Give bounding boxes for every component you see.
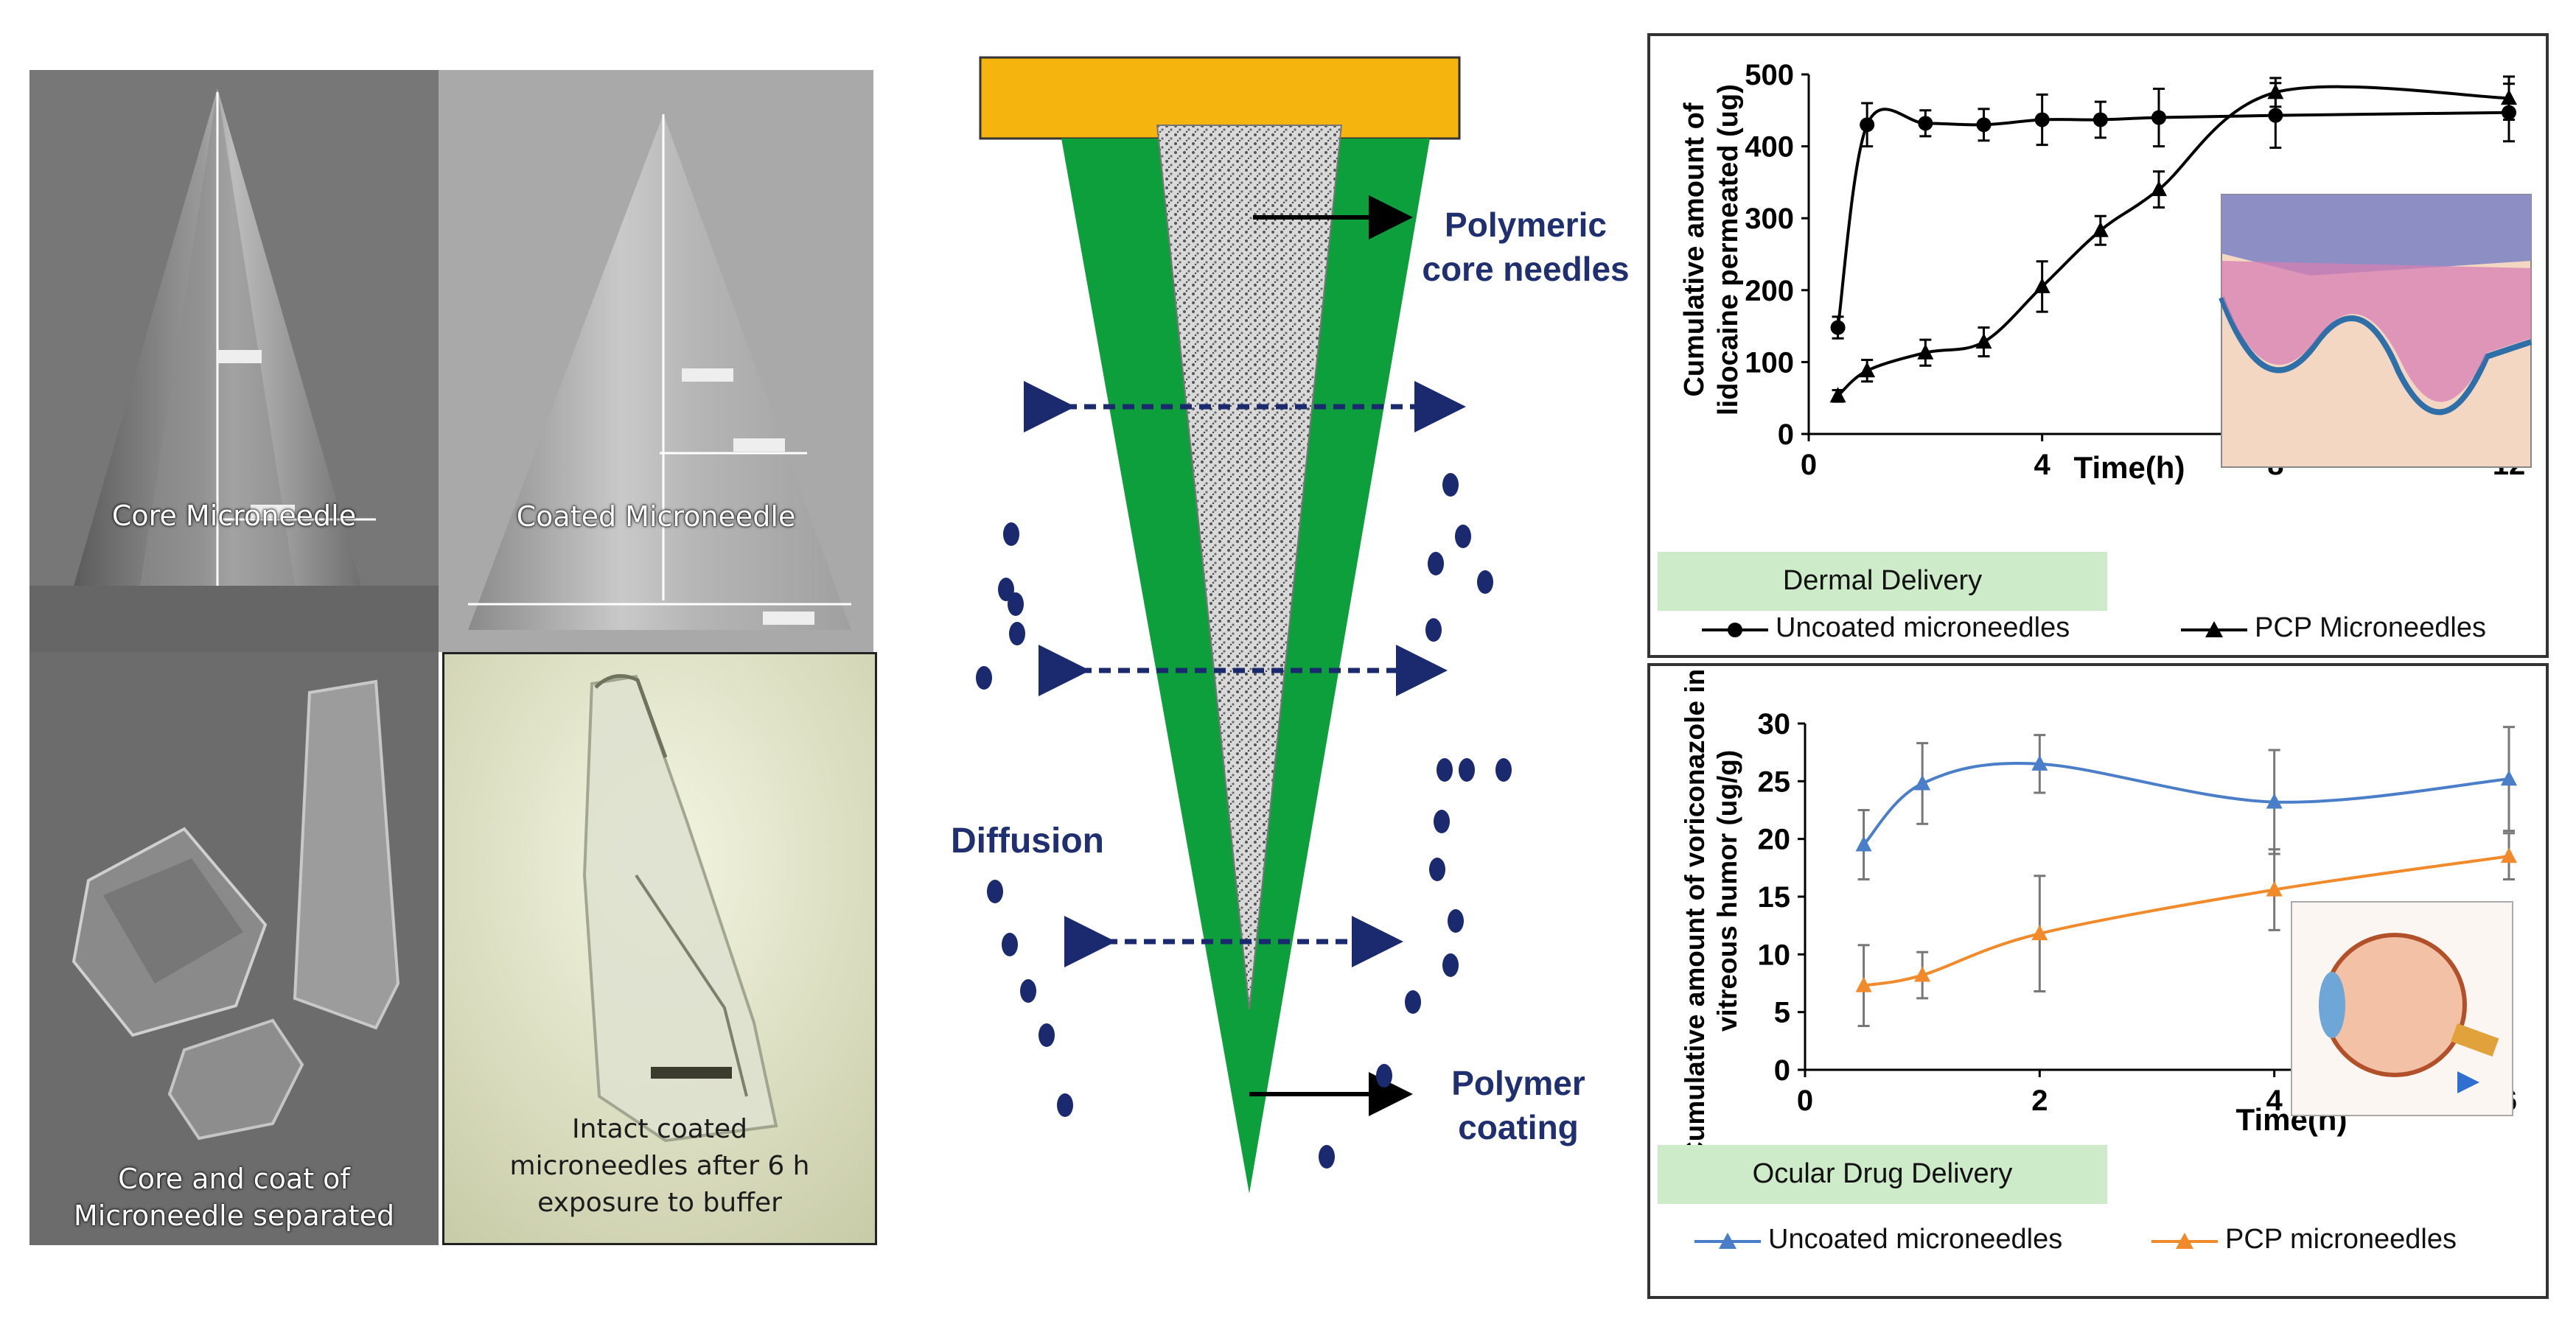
data-point — [2034, 277, 2050, 293]
data-point — [2151, 110, 2166, 125]
x-tick-label: 0 — [1801, 449, 1817, 481]
y-axis-label: Cumulative amount of voriconazole in the… — [1680, 666, 1742, 1161]
data-point — [1859, 362, 1876, 378]
y-tick-label: 5 — [1774, 997, 1790, 1029]
data-point — [1914, 966, 1931, 982]
label-polymer-coating: Polymer coating — [1451, 1064, 1585, 1146]
data-point — [1829, 387, 1846, 403]
data-point — [1975, 333, 1992, 349]
ocular-legend: Uncoated microneedles PCP microneedles — [1694, 1222, 2535, 1261]
data-point — [2266, 793, 2283, 809]
legend-marker-pcp — [2181, 621, 2247, 637]
dermal-legend: Uncoated microneedles PCP Microneedles — [1702, 611, 2542, 649]
y-tick-label: 30 — [1758, 708, 1791, 740]
data-point — [2034, 112, 2050, 127]
sem-separated-microneedle: Core and coat of Microneedle separated — [29, 652, 439, 1245]
photo-caption-intact: Intact coated microneedles after 6 h exp… — [509, 1114, 810, 1218]
data-point — [2501, 89, 2517, 105]
data-point — [1855, 976, 1872, 992]
y-tick-label: 300 — [1745, 203, 1794, 235]
y-axis-label: Cumulative amount oflidocaine permeated … — [1679, 84, 1744, 416]
y-tick-label: 400 — [1745, 131, 1794, 164]
data-point — [2268, 108, 2283, 123]
series-line-1 — [1837, 85, 2510, 397]
polymeric-core-shape — [1156, 125, 1343, 1010]
legend-marker-uncoated-ocular — [1694, 1233, 1761, 1249]
data-point — [2031, 925, 2048, 941]
ocular-chart: 0510152025300246Time(h)Cumulative amount… — [1680, 620, 2517, 1161]
data-point — [1860, 117, 1875, 133]
series-line-0 — [1863, 762, 2510, 846]
y-tick-label: 0 — [1774, 1054, 1790, 1087]
coated-microneedle-image — [439, 70, 873, 652]
intact-microneedle-image — [444, 654, 875, 1243]
data-point — [2501, 847, 2517, 864]
x-tick-label: 0 — [1797, 1085, 1813, 1117]
ocular-chart-panel: 0510152025300246Time(h)Cumulative amount… — [1647, 620, 2549, 1299]
ocular-delivery-banner: Ocular Drug Delivery — [1658, 1145, 2107, 1204]
y-tick-label: 200 — [1745, 275, 1794, 307]
drug-particles — [976, 473, 1512, 1169]
y-tick-label: 20 — [1758, 824, 1791, 856]
x-tick-label: 2 — [2031, 1085, 2048, 1117]
y-tick-label: 25 — [1758, 766, 1791, 798]
x-axis-label: Time(h) — [2074, 450, 2185, 485]
dermal-delivery-banner: Dermal Delivery — [1658, 552, 2107, 611]
data-point — [2501, 770, 2517, 786]
data-point — [2031, 754, 2048, 771]
y-tick-label: 10 — [1758, 939, 1791, 971]
data-point — [1976, 117, 1992, 133]
y-tick-label: 100 — [1745, 346, 1794, 379]
data-point — [1914, 774, 1931, 791]
photo-intact-microneedle: Intact coated microneedles after 6 h exp… — [442, 652, 877, 1245]
y-tick-label: 500 — [1745, 59, 1794, 91]
data-point — [2151, 181, 2167, 197]
data-point — [2092, 112, 2108, 127]
data-point — [1830, 320, 1846, 335]
x-tick-label: 4 — [2034, 449, 2051, 481]
sem-caption-coated: Coated Microneedle — [516, 500, 796, 533]
data-point — [2092, 221, 2109, 237]
skin-histology-image — [2219, 194, 2533, 468]
core-microneedle-image — [29, 70, 439, 652]
legend-marker-uncoated — [1702, 623, 1768, 637]
eye-anatomy-image — [2291, 901, 2513, 1116]
legend-label-uncoated: Uncoated microneedles — [1776, 612, 2070, 643]
legend-label-pcp-ocular: PCP microneedles — [2225, 1224, 2457, 1255]
legend-label-pcp: PCP Microneedles — [2255, 612, 2487, 643]
data-point — [1855, 836, 1872, 852]
sem-core-microneedle: Core Microneedle — [29, 70, 439, 652]
data-point — [2267, 83, 2284, 99]
legend-label-uncoated-ocular: Uncoated microneedles — [1768, 1224, 2063, 1255]
data-point — [1918, 116, 1933, 131]
diffusion-arrows — [1024, 381, 1466, 967]
sem-coated-microneedle: Coated Microneedle — [439, 70, 873, 652]
label-diffusion: Diffusion — [951, 822, 1104, 861]
sem-caption-separated: Core and coat of Microneedle separated — [73, 1163, 395, 1232]
data-point — [2266, 880, 2283, 897]
dermal-chart: 010020030040050004812Time(h)Cumulative a… — [1679, 59, 2533, 485]
separated-microneedle-image — [29, 652, 439, 1245]
dermal-chart-panel: 010020030040050004812Time(h)Cumulative a… — [1647, 33, 2549, 658]
sem-caption-core: Core Microneedle — [111, 500, 357, 532]
data-point — [1917, 343, 1934, 360]
legend-marker-pcp-ocular — [2151, 1233, 2218, 1249]
x-tick-label: 4 — [2266, 1085, 2283, 1117]
y-tick-label: 15 — [1758, 881, 1791, 914]
microneedle-diagram — [976, 56, 1512, 1194]
y-tick-label: 0 — [1778, 418, 1794, 451]
label-polymeric-core-needles: Polymeric core needles — [1422, 206, 1630, 288]
